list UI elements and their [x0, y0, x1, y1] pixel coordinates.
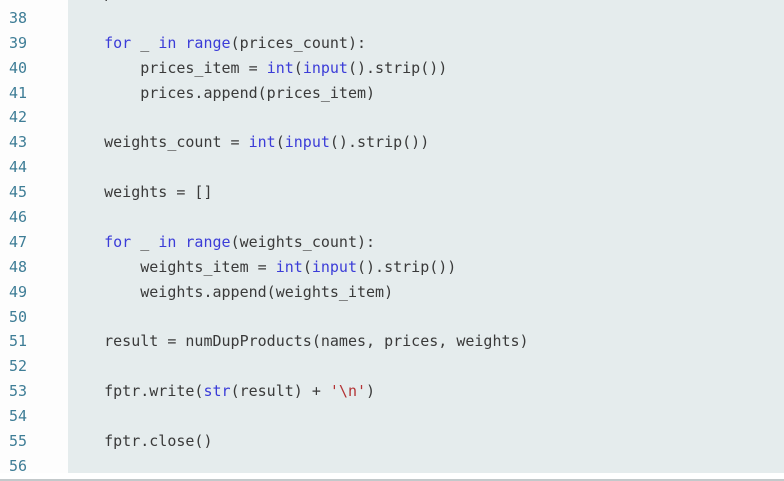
line-number: 55 [9, 432, 28, 451]
line-number: 53 [9, 382, 28, 401]
code-line[interactable]: weights = [] [68, 180, 784, 205]
code-line[interactable]: weights_item = int(input().strip()) [68, 255, 784, 280]
code-line[interactable]: weights_count = int(input().strip()) [68, 130, 784, 155]
line-number: 51 [9, 332, 28, 351]
code-line[interactable]: fptr.write(str(result) + '\n') [68, 379, 784, 404]
code-token-plain: weights_item = [68, 257, 276, 276]
code-token-plain: (weights_count): [230, 232, 376, 251]
code-token-plain [68, 233, 104, 251]
code-line[interactable]: for _ in range(prices_count): [68, 31, 784, 56]
code-line[interactable]: weights.append(weights_item) [68, 280, 784, 305]
code-line[interactable]: result = numDupProducts(names, prices, w… [68, 329, 784, 354]
line-number: 37 [9, 0, 68, 6]
code-area[interactable]: prices = [] for _ in range(prices_count)… [68, 0, 784, 473]
code-line[interactable] [68, 205, 784, 230]
code-token-plain: ( [302, 257, 312, 276]
code-line[interactable] [68, 6, 784, 31]
line-number: 40 [9, 58, 28, 77]
code-token-plain: prices_item = [68, 58, 267, 77]
editor-bottom-strip [0, 473, 784, 481]
line-number: 41 [9, 83, 28, 102]
code-line[interactable]: fptr.close() [68, 429, 784, 454]
code-token-plain: prices = [] [68, 0, 203, 2]
code-token-fn: range [185, 33, 231, 52]
code-token-plain: ().strip()) [347, 58, 448, 77]
code-token-plain: ( [293, 58, 303, 77]
code-line[interactable] [68, 155, 784, 180]
line-number: 39 [9, 33, 28, 52]
line-number: 38 [9, 8, 28, 27]
line-number: 48 [9, 257, 28, 276]
code-token-plain: (prices_count): [230, 33, 367, 52]
code-token-fn: int [248, 133, 276, 152]
code-token-fn: input [302, 58, 348, 77]
code-token-plain: (result) + [230, 382, 330, 401]
code-token-plain [68, 34, 104, 52]
line-number: 52 [9, 357, 28, 376]
code-line[interactable]: prices.append(prices_item) [68, 81, 784, 106]
line-number: 42 [9, 108, 28, 127]
code-token-plain: result = numDupProducts(names, prices, w… [68, 332, 529, 351]
line-number: 45 [9, 183, 28, 202]
code-token-plain: ().strip()) [357, 257, 457, 276]
code-token-fn: range [185, 232, 231, 251]
line-number: 46 [9, 208, 28, 227]
code-token-plain: ) [366, 382, 376, 401]
code-token-plain: weights = [] [68, 183, 213, 202]
code-line-partial[interactable]: prices = [] [68, 0, 784, 6]
code-token-kw: for [104, 33, 132, 52]
code-token-kw: in [158, 33, 177, 52]
code-token-plain: weights_count = [68, 133, 249, 152]
line-number-gutter: 37 38 39 40 41 42 43 44 45 46 47 48 49 50 51 52 53 54 55 56 [0, 0, 68, 473]
code-token-plain: weights.append(weights_item) [68, 282, 394, 301]
line-number: 54 [9, 407, 28, 426]
code-line[interactable] [68, 354, 784, 379]
code-token-fn: str [203, 382, 231, 401]
code-token-fn: int [275, 257, 303, 276]
code-token-plain: prices.append(prices_item) [68, 83, 376, 102]
code-token-fn: int [266, 58, 294, 77]
code-token-kw: in [158, 232, 177, 251]
code-line[interactable]: for _ in range(weights_count): [68, 230, 784, 255]
code-token-fn: input [284, 133, 330, 152]
code-line[interactable] [68, 105, 784, 130]
code-token-kw: for [104, 232, 132, 251]
line-number: 50 [9, 307, 28, 326]
line-number: 44 [9, 158, 28, 177]
code-token-str: '\n' [329, 382, 367, 401]
code-line[interactable] [68, 454, 784, 473]
code-line[interactable] [68, 305, 784, 330]
line-number: 49 [9, 282, 28, 301]
code-token-plain: ().strip()) [329, 133, 430, 152]
line-number: 47 [9, 232, 28, 251]
code-token-plain: fptr.close() [68, 432, 213, 451]
line-number: 43 [9, 133, 28, 152]
code-line[interactable] [68, 404, 784, 429]
code-token-plain: _ [131, 232, 159, 251]
code-token-fn: input [311, 257, 357, 276]
code-token-plain: fptr.write( [68, 382, 204, 401]
code-token-plain: _ [131, 33, 159, 52]
code-line[interactable]: prices_item = int(input().strip()) [68, 56, 784, 81]
line-number: 56 [9, 456, 28, 473]
code-token-plain: ( [275, 133, 285, 152]
